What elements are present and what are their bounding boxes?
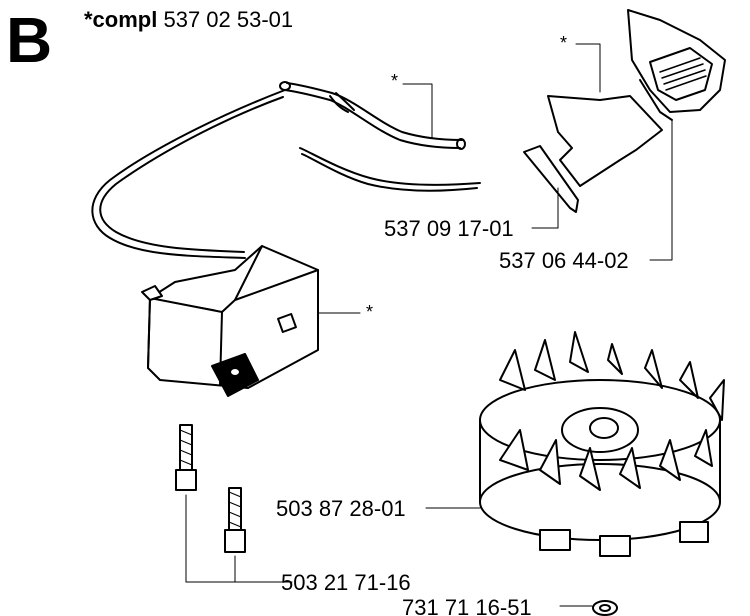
flywheel-drawing	[479, 331, 725, 557]
fuel-hose-marker: *	[391, 71, 399, 91]
fuel-hose-drawing	[279, 81, 466, 150]
part-number-screws: 503 21 71-16	[281, 570, 411, 595]
part-number-washer: 731 71 16-51	[402, 595, 532, 616]
ignition-lead-drawing	[91, 89, 286, 259]
ignition-module-marker: *	[366, 302, 374, 322]
air-intake-drawing	[627, 9, 726, 121]
thin-hose-drawing	[299, 147, 481, 192]
washer-drawing	[592, 600, 618, 616]
leader-lines	[185, 43, 673, 607]
compl-label: *compl	[84, 7, 158, 32]
screws-drawing	[175, 424, 246, 553]
assembly-header: *compl 537 02 53-01	[84, 6, 293, 34]
cover-marker: *	[560, 33, 568, 53]
clip-drawing	[523, 145, 579, 213]
part-number-flywheel: 503 87 28-01	[276, 496, 406, 521]
part-number-air-intake: 537 06 44-02	[499, 248, 629, 273]
compl-part-number: 537 02 53-01	[163, 7, 294, 32]
cover-plate-drawing	[547, 95, 663, 187]
section-letter: B	[6, 4, 52, 76]
part-number-clip: 537 09 17-01	[384, 216, 514, 241]
ignition-module-drawing	[141, 245, 319, 397]
